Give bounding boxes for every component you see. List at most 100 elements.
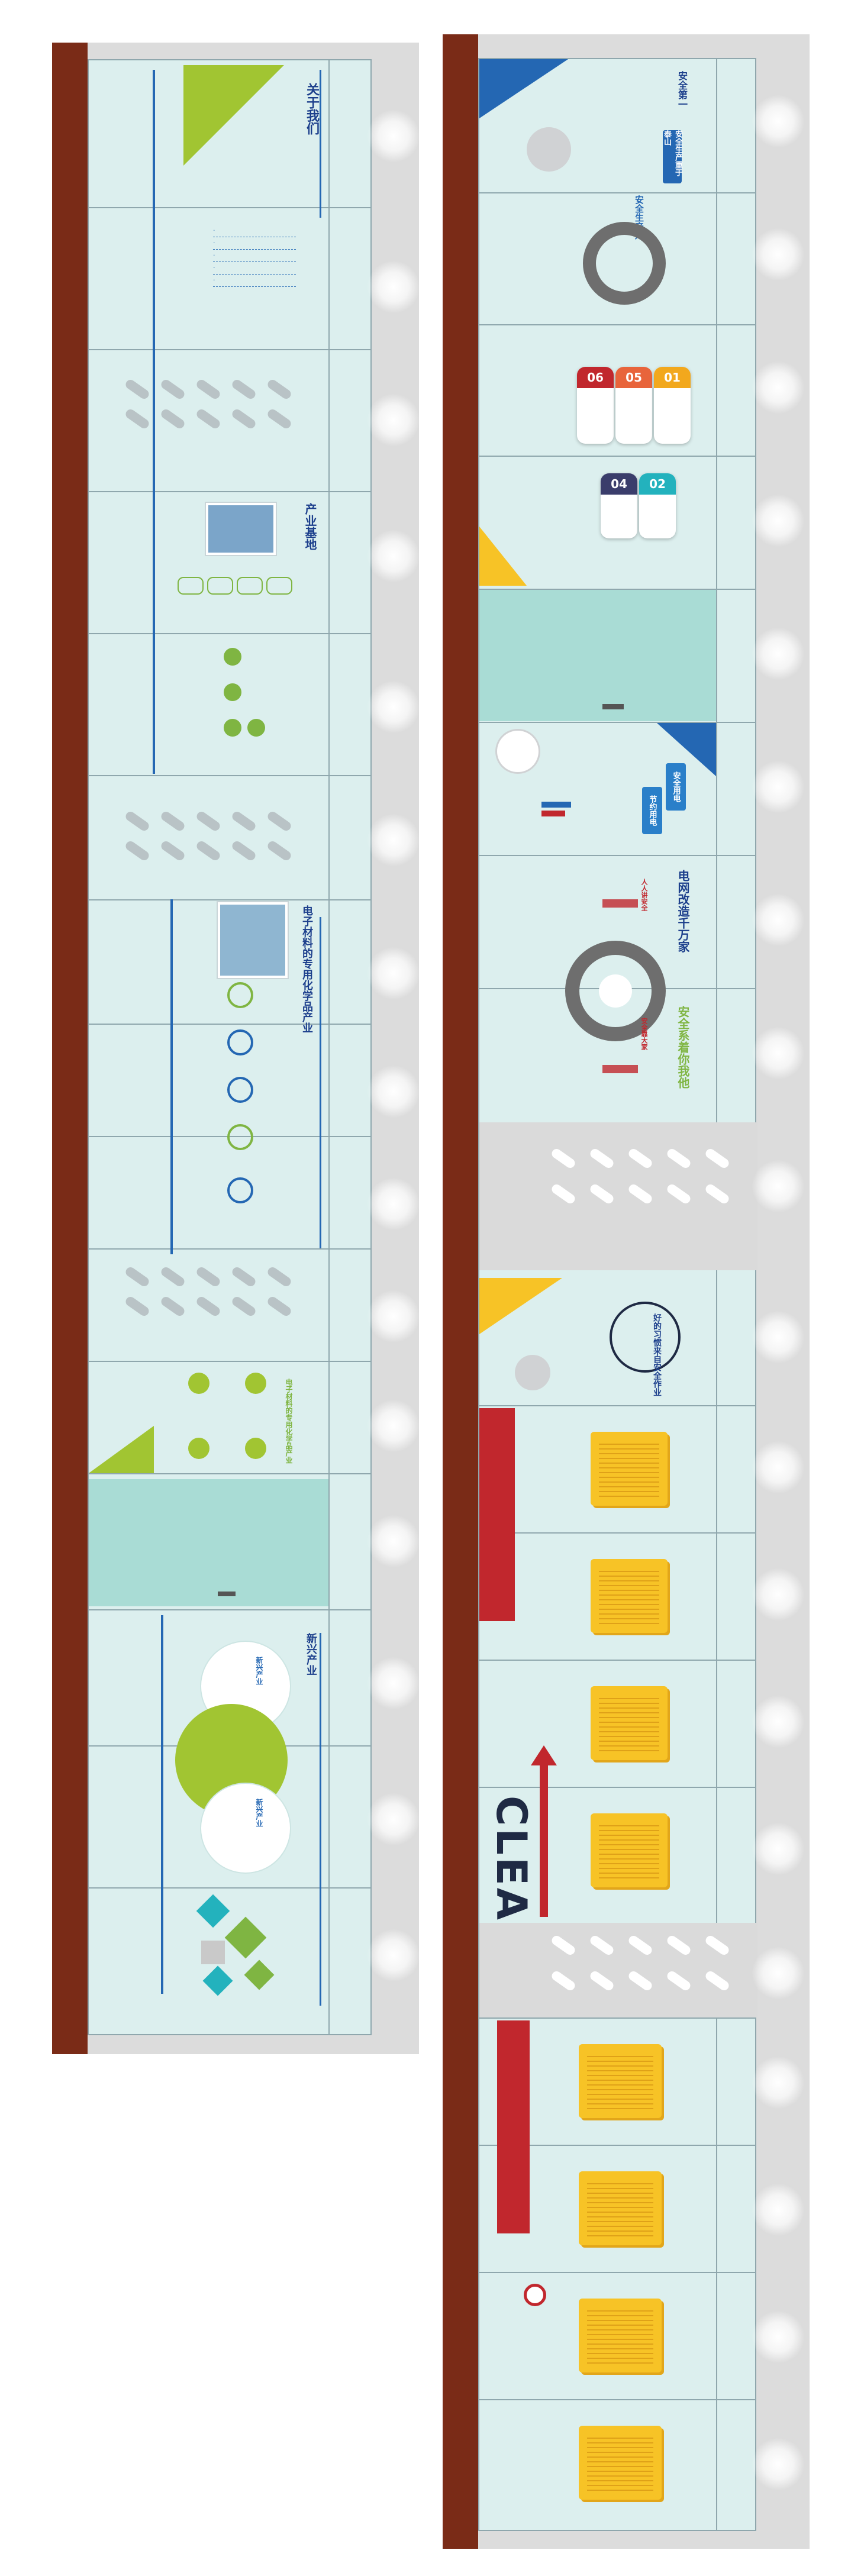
heading-grid-a: 电网改造千万家 bbox=[676, 870, 690, 953]
left-divider bbox=[88, 491, 372, 492]
wall-light bbox=[752, 494, 805, 547]
pill bbox=[550, 1182, 577, 1206]
bulb-icon bbox=[497, 731, 539, 772]
pill bbox=[588, 1182, 615, 1206]
heading-industry: 电子材料的专用化学品产业 bbox=[301, 905, 313, 1033]
wall-light bbox=[367, 530, 420, 583]
left-divider bbox=[88, 1473, 372, 1474]
red-label bbox=[602, 1065, 638, 1073]
wall-light bbox=[367, 947, 420, 1000]
road-ring bbox=[583, 222, 666, 305]
red-arrow-shaft bbox=[540, 1763, 548, 1917]
wall-light bbox=[367, 1657, 420, 1710]
bar-red bbox=[541, 811, 565, 816]
pill bbox=[627, 1182, 654, 1206]
left-blue-line bbox=[170, 899, 173, 1254]
pill bbox=[588, 1969, 615, 1993]
arrow-teal bbox=[196, 1894, 230, 1928]
wall-light bbox=[752, 95, 805, 148]
red-label bbox=[602, 899, 638, 908]
grid-center-icon bbox=[599, 974, 632, 1008]
pill bbox=[124, 377, 151, 401]
wall-light bbox=[752, 627, 805, 680]
number-02: 02 bbox=[639, 473, 676, 495]
arrow-grey bbox=[201, 1941, 225, 1964]
pill bbox=[159, 1265, 186, 1289]
mint-door-right bbox=[479, 590, 716, 721]
pill bbox=[588, 1933, 615, 1957]
pill bbox=[627, 1147, 654, 1170]
yellow-card bbox=[591, 1686, 668, 1760]
pill bbox=[266, 839, 293, 863]
arrows-graphic bbox=[196, 1894, 290, 2000]
pill-pattern bbox=[118, 1265, 308, 1337]
pill bbox=[266, 377, 293, 401]
red-arrow-head bbox=[531, 1745, 557, 1765]
green-dot bbox=[247, 719, 265, 737]
right-divider bbox=[478, 722, 756, 723]
wall-light bbox=[367, 1515, 420, 1568]
number-05: 05 bbox=[615, 367, 652, 388]
green-dot bbox=[224, 683, 241, 701]
pill bbox=[704, 1933, 731, 1957]
pill bbox=[124, 839, 151, 863]
wall-light bbox=[752, 1441, 805, 1494]
ring-icon bbox=[227, 1077, 253, 1103]
left-mullion bbox=[328, 59, 330, 2035]
green-dot bbox=[188, 1438, 209, 1459]
wall-light bbox=[752, 893, 805, 947]
wall-light bbox=[752, 2438, 805, 2491]
grey-sphere bbox=[527, 127, 571, 172]
wall-light bbox=[367, 109, 420, 163]
pill bbox=[159, 839, 186, 863]
left-divider bbox=[88, 775, 372, 776]
door-handle bbox=[602, 704, 624, 709]
heading-grid-b: 安全系着你我他 bbox=[676, 1006, 690, 1089]
right-divider bbox=[478, 2272, 756, 2273]
left-divider bbox=[88, 1887, 372, 1889]
pill bbox=[195, 1295, 222, 1318]
yellow-card bbox=[579, 2426, 662, 2500]
green-triangle bbox=[183, 65, 284, 166]
right-divider bbox=[478, 324, 756, 325]
pill bbox=[266, 1265, 293, 1289]
right-mullion bbox=[716, 58, 717, 2531]
pill bbox=[588, 1147, 615, 1170]
ring-icon bbox=[227, 1029, 253, 1055]
pill bbox=[266, 1295, 293, 1318]
right-divider bbox=[478, 1660, 756, 1661]
right-divider bbox=[478, 1532, 756, 1534]
wall-light bbox=[752, 760, 805, 814]
right-wall-frame bbox=[443, 34, 478, 2549]
photo-frame bbox=[218, 902, 288, 978]
wall-light bbox=[367, 680, 420, 734]
pill bbox=[230, 809, 257, 833]
pill bbox=[195, 407, 222, 431]
right-divider bbox=[478, 2399, 756, 2400]
wall-light bbox=[367, 1290, 420, 1343]
left-blue-line bbox=[320, 917, 321, 1248]
left-blue-line bbox=[320, 1633, 321, 2006]
right-divider bbox=[478, 2145, 756, 2146]
pill bbox=[665, 1933, 692, 1957]
pill-pattern bbox=[118, 809, 308, 882]
heading-grid-c: 人人讲安全 bbox=[640, 879, 648, 911]
pill bbox=[230, 839, 257, 863]
wall-light bbox=[752, 2056, 805, 2109]
pill bbox=[266, 407, 293, 431]
pill bbox=[230, 1265, 257, 1289]
left-divider bbox=[88, 349, 372, 350]
right-divider bbox=[478, 1787, 756, 1788]
right-divider bbox=[478, 456, 756, 457]
wall-light bbox=[752, 2183, 805, 2236]
pill bbox=[230, 407, 257, 431]
wall-light bbox=[367, 260, 420, 314]
tag bbox=[237, 577, 263, 595]
heading-clear-round: 好的习惯来自安全作业 bbox=[652, 1313, 662, 1396]
wall-light bbox=[367, 1399, 420, 1452]
pill bbox=[627, 1933, 654, 1957]
left-blue-line bbox=[320, 70, 321, 218]
heading-circle-top: 新兴产业 bbox=[255, 1657, 263, 1685]
pill bbox=[665, 1147, 692, 1170]
pill bbox=[195, 377, 222, 401]
